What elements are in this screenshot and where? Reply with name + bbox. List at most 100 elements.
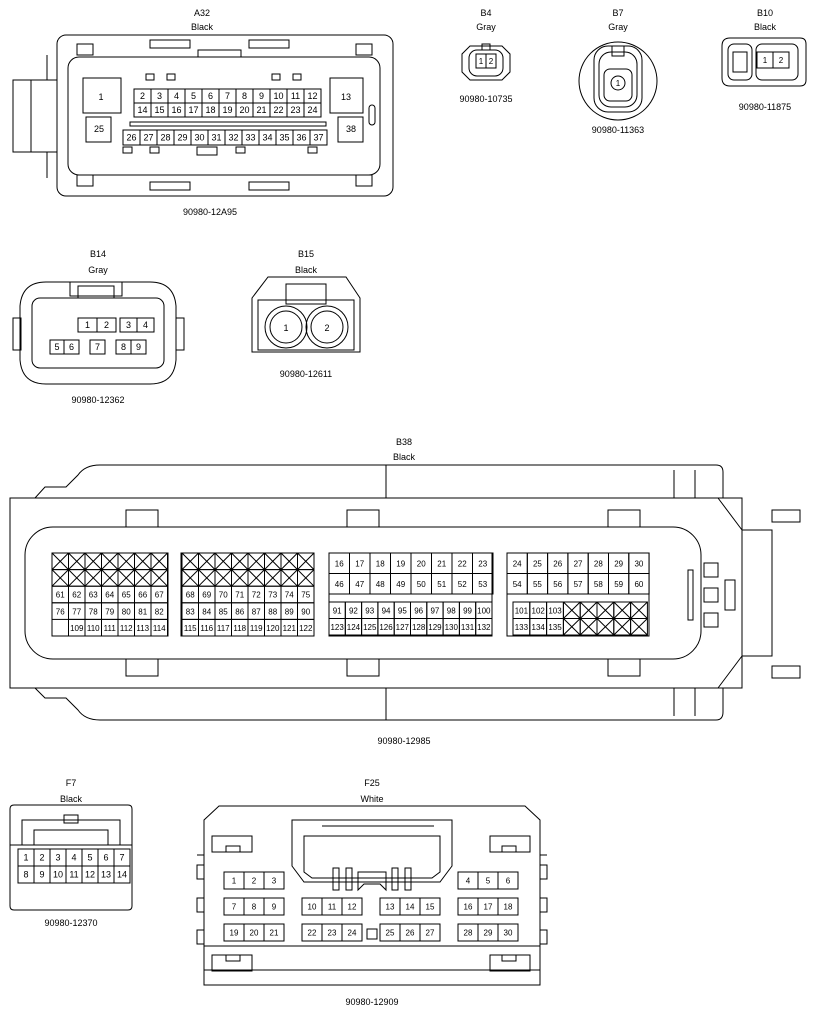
b38-pin: 95	[393, 601, 412, 619]
pin-number: 95	[398, 606, 407, 615]
pin-number: 120	[266, 624, 280, 633]
pin-number: 22	[308, 929, 317, 938]
pin-number: 68	[186, 591, 195, 600]
a32-pin: 22	[269, 102, 288, 118]
b38-pin: 23	[472, 552, 494, 574]
b38-pin: 51	[431, 573, 453, 595]
b38-pin: 21	[431, 552, 453, 574]
pin-number: 20	[417, 559, 426, 568]
a32-large-pin: 38	[346, 124, 356, 134]
pin-number: 12	[85, 870, 95, 880]
a32-pin: 37	[309, 129, 328, 146]
b14-pin: 2	[96, 317, 117, 333]
b38-pin: 75	[297, 585, 315, 604]
pin-number: 8	[23, 870, 28, 880]
a32-pin: 12	[303, 88, 322, 104]
f25-pin: 2	[243, 871, 265, 890]
pin-number: 10	[53, 870, 63, 880]
f7-pin: 14	[113, 865, 131, 884]
b38-blank-pin	[117, 569, 135, 587]
b38-pin: 49	[390, 573, 412, 595]
a32-pin: 18	[201, 102, 220, 118]
f7-part-number: 90980-12370	[44, 918, 98, 928]
b38-pin: 73	[264, 585, 282, 604]
f25-pin: 9	[263, 897, 285, 916]
b38-pin: 59	[608, 573, 630, 595]
b7-connector-body	[578, 41, 658, 121]
pin-number: 77	[72, 607, 81, 616]
pin-number: 89	[285, 607, 294, 616]
b38-pin: 130	[442, 618, 460, 636]
b7-connector-id: B7	[612, 8, 624, 18]
pin-number: 57	[574, 580, 583, 589]
f25-pin: 1	[223, 871, 245, 890]
pin-number: 32	[228, 133, 238, 143]
b38-blank-pin	[596, 618, 615, 636]
f7-pin: 13	[97, 865, 115, 884]
pin-number: 1	[232, 877, 237, 886]
b38-pin: 28	[587, 552, 610, 574]
a32-large-pin: 25	[94, 124, 104, 134]
b38-pin: 16	[328, 552, 350, 574]
pin-number: 91	[333, 606, 342, 615]
a32-pin: 30	[190, 129, 209, 146]
pin-number: 15	[426, 903, 435, 912]
pin-number: 119	[250, 624, 263, 633]
pin-number: 58	[594, 580, 603, 589]
pin-number: 118	[233, 624, 246, 633]
b14-pin: 4	[136, 317, 155, 333]
b38-pin: 116	[198, 618, 216, 637]
pin-number: 6	[103, 853, 108, 863]
f25-connector-body	[196, 805, 548, 986]
a32-pin: 8	[235, 88, 254, 104]
b38-pin: 99	[458, 601, 477, 619]
a32-pin: 10	[269, 88, 288, 104]
pin-number: 60	[634, 580, 643, 589]
f7-pin: 10	[49, 865, 67, 884]
f25-pin: 30	[497, 923, 519, 942]
pin-number: 53	[478, 580, 487, 589]
a32-pin: 5	[184, 88, 203, 104]
b38-blank-pin	[562, 618, 581, 636]
pin-number: 14	[117, 870, 127, 880]
pin-number: 10	[273, 91, 283, 101]
pin-number: 132	[477, 623, 491, 632]
pin-number: 116	[200, 624, 213, 633]
b38-pin: 109	[68, 618, 86, 637]
pin-number: 5	[486, 877, 491, 886]
pin-number: 64	[105, 591, 114, 600]
b38-pin: 22	[451, 552, 473, 574]
b38-blank-pin	[84, 552, 102, 571]
b38-blank-pin	[68, 552, 86, 571]
a32-pin: 26	[122, 129, 141, 146]
pin-number: 14	[137, 105, 147, 115]
a32-pin: 7	[218, 88, 237, 104]
f7-pin: 8	[17, 865, 35, 884]
pin-number: 29	[614, 559, 623, 568]
pin-number: 16	[464, 903, 473, 912]
b38-pin: 129	[426, 618, 444, 636]
b38-pin: 18	[369, 552, 391, 574]
a32-pin: 34	[258, 129, 277, 146]
b38-blank-pin	[247, 569, 265, 587]
b38-pin: 80	[117, 602, 135, 620]
pin-number: 36	[296, 133, 306, 143]
b38-pin: 110	[84, 618, 102, 637]
pin-number: 34	[262, 133, 272, 143]
b38-pin: 46	[328, 573, 350, 595]
b38-pin: 133	[512, 618, 531, 636]
pin-number: 50	[417, 580, 426, 589]
pin-number: 83	[186, 607, 195, 616]
f25-pin: 8	[243, 897, 265, 916]
b38-blank-pin	[264, 569, 282, 587]
b38-pin: 113	[134, 618, 152, 637]
pin-number: 3	[126, 320, 131, 330]
b38-pin: 19	[390, 552, 412, 574]
pin-number: 8	[121, 342, 126, 352]
b38-pin: 26	[547, 552, 569, 574]
a32-pin: 36	[292, 129, 311, 146]
b38-blank-pin	[198, 552, 216, 571]
